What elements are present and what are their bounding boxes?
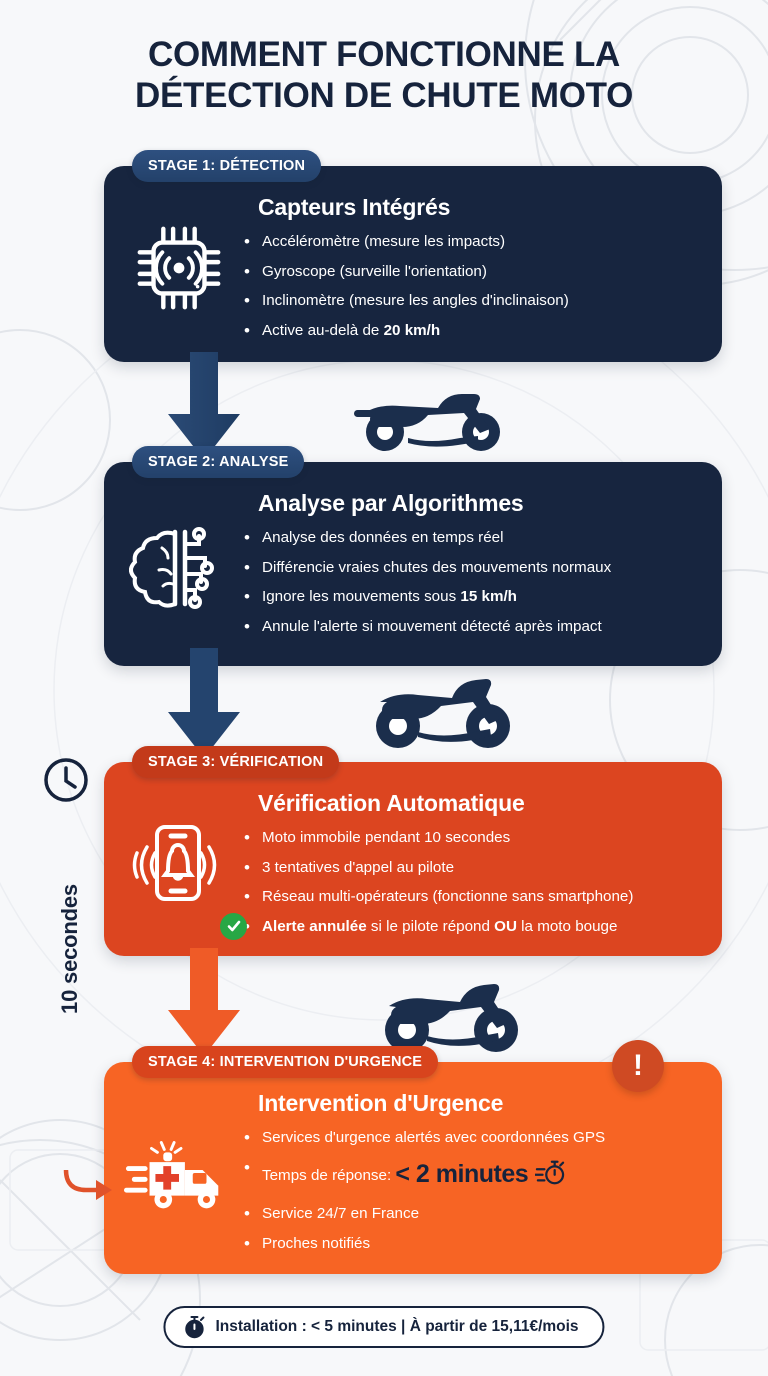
microchip-sensor-icon — [118, 192, 240, 344]
bullet-item: Différencie vraies chutes des mouvements… — [242, 557, 700, 579]
bullet-item: Ignore les mouvements sous 15 km/h — [242, 586, 700, 608]
stage-bullets-4: Services d'urgence alertés avec coordonn… — [242, 1127, 700, 1255]
bullet-item: Service 24/7 en France — [242, 1203, 700, 1225]
check-circle-icon — [220, 912, 247, 940]
ai-brain-circuit-icon — [118, 488, 240, 648]
stage-bullets-1: Accéléromètre (mesure les impacts) Gyros… — [242, 231, 700, 342]
footer-info-pill: Installation : < 5 minutes | À partir de… — [163, 1306, 605, 1348]
bullet-item: Gyroscope (surveille l'orientation) — [242, 261, 700, 283]
stage-card-4: STAGE 4: INTERVENTION D'URGENCE — [104, 1046, 722, 1274]
bullet-item: Inclinomètre (mesure les angles d'inclin… — [242, 290, 700, 312]
bullet-item: Analyse des données en temps réel — [242, 527, 700, 549]
stage-title-2: Analyse par Algorithmes — [258, 490, 524, 516]
title-line-1: COMMENT FONCTIONNE LA — [148, 35, 620, 74]
bullet-item: Moto immobile pendant 10 secondes — [242, 827, 700, 849]
stage-card-2: STAGE 2: ANALYSE Analyse par Algorithmes… — [104, 446, 722, 666]
stage-bullets-3: Moto immobile pendant 10 secondes 3 tent… — [220, 827, 700, 940]
motorcycle-silhouette-icon — [368, 672, 518, 757]
page-title: COMMENT FONCTIONNE LA DÉTECTION DE CHUTE… — [0, 0, 768, 117]
motorcycle-silhouette-icon — [352, 388, 514, 457]
stage-card-1: STAGE 1: DÉTECTION Capteurs Intégrés Acc… — [104, 150, 722, 362]
bullet-item: Active au-delà de 20 km/h — [242, 320, 700, 342]
stage-badge-4: STAGE 4: INTERVENTION D'URGENCE — [132, 1046, 439, 1078]
footer-text: Installation : < 5 minutes | À partir de… — [215, 1318, 579, 1335]
stage-title-3: Vérification Automatique — [258, 790, 525, 816]
bullet-item: Annule l'alerte si mouvement détecté apr… — [242, 616, 700, 638]
bullet-item: Accéléromètre (mesure les impacts) — [242, 231, 700, 253]
stage-badge-2: STAGE 2: ANALYSE — [132, 446, 305, 478]
stage-card-3: STAGE 3: VÉRIFICATION Vérification Autom… — [104, 746, 722, 956]
bullet-item: Proches notifiés — [242, 1233, 700, 1255]
bullet-item: 3 tentatives d'appel au pilote — [242, 857, 700, 879]
stage-badge-3: STAGE 3: VÉRIFICATION — [132, 746, 340, 778]
bullet-item: Réseau multi-opérateurs (fonctionne sans… — [242, 886, 700, 908]
bullet-item-check: Alerte annulée si le pilote répond OU la… — [220, 912, 700, 940]
stage-bullets-2: Analyse des données en temps réel Différ… — [242, 527, 700, 638]
bullet-item: Services d'urgence alertés avec coordonn… — [242, 1127, 700, 1149]
timeline-10-seconds: 10 secondes — [40, 758, 150, 1218]
alert-exclamation-badge: ! — [612, 1040, 664, 1092]
stage-title-4: Intervention d'Urgence — [258, 1090, 504, 1116]
stopwatch-icon — [534, 1158, 565, 1193]
stage-badge-1: STAGE 1: DÉTECTION — [132, 150, 322, 182]
timeline-label: 10 secondes — [57, 884, 82, 1014]
title-line-2: DÉTECTION DE CHUTE MOTO — [134, 76, 634, 116]
bullet-item: Temps de réponse: < 2 minutes — [242, 1157, 700, 1193]
stage-title-1: Capteurs Intégrés — [258, 194, 451, 220]
stopwatch-icon — [183, 1315, 205, 1339]
